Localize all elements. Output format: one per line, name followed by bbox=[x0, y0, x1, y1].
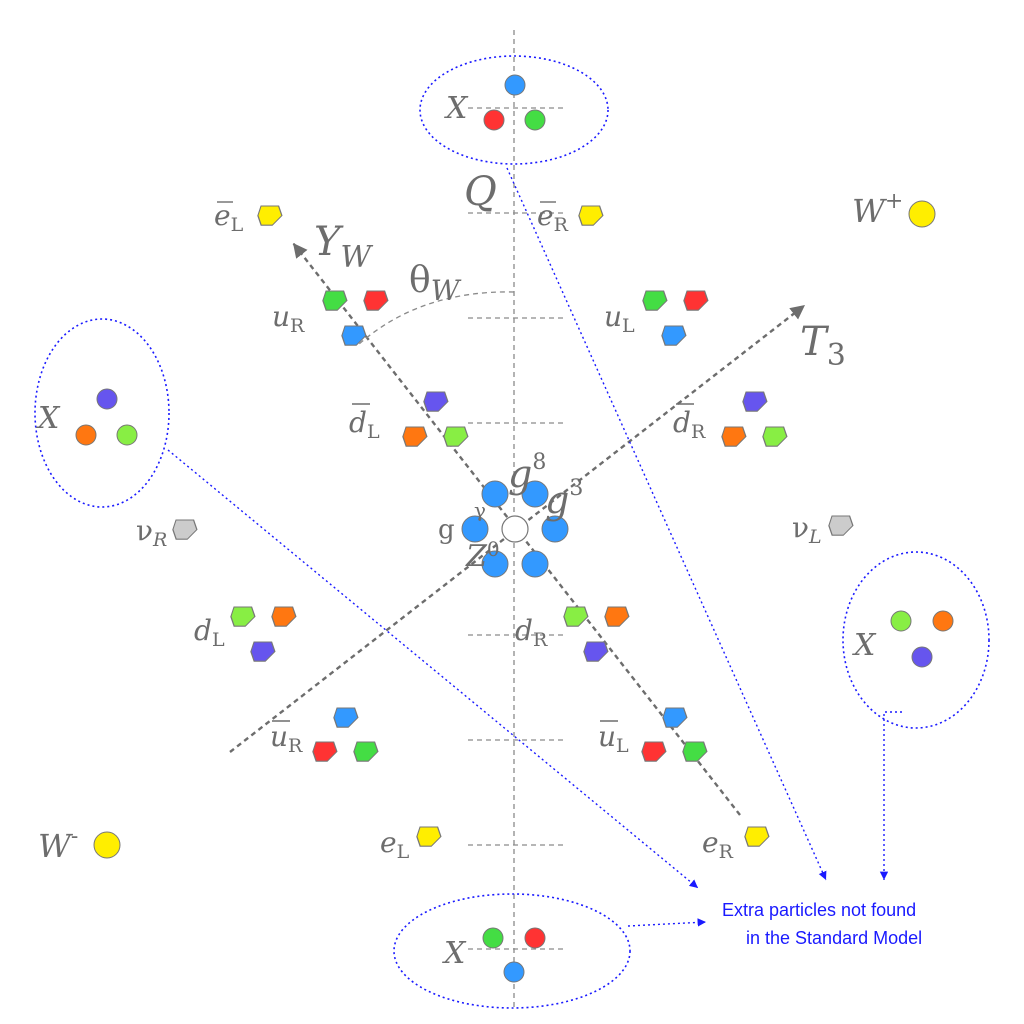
svg-text:uL: uL bbox=[604, 300, 635, 337]
fermion-d-bar-L: dL bbox=[349, 391, 472, 448]
fermion-d-L: dL bbox=[194, 606, 300, 663]
g3-label: g3 bbox=[545, 476, 583, 522]
svg-text:X: X bbox=[36, 401, 61, 436]
svg-text:νL: νL bbox=[792, 511, 822, 548]
photon-z-center bbox=[501, 515, 529, 543]
yw-axis-label: YW bbox=[314, 219, 373, 275]
fermion-u-bar-R: uR bbox=[270, 707, 382, 763]
svg-text:eR: eR bbox=[702, 826, 734, 863]
x-boson-group-top: X bbox=[419, 55, 609, 165]
svg-text:dL: dL bbox=[349, 406, 380, 443]
w-plus-boson: W+ bbox=[852, 189, 936, 230]
gauge-boson-hexagon bbox=[461, 480, 569, 578]
svg-text:eL: eL bbox=[214, 199, 244, 236]
fermion-d-bar-R: dR bbox=[673, 391, 791, 448]
fermion-e-L: eL bbox=[380, 826, 445, 863]
theta-w-label: θW bbox=[409, 260, 462, 307]
svg-text:W-: W- bbox=[38, 824, 78, 865]
svg-text:νR: νR bbox=[136, 514, 167, 551]
svg-text:uL: uL bbox=[598, 720, 629, 757]
svg-text:dR: dR bbox=[515, 614, 548, 651]
x-boson-group-left: X bbox=[34, 318, 170, 508]
fermion-e-R: eR bbox=[702, 826, 773, 863]
svg-text:eL: eL bbox=[380, 826, 410, 863]
svg-text:uR: uR bbox=[270, 720, 303, 757]
fermion-u-L: uL bbox=[604, 290, 712, 347]
annotation-pointers bbox=[167, 167, 902, 927]
fermion-nu-R: νR bbox=[136, 514, 201, 551]
fermion-e-bar-L: eL bbox=[214, 199, 286, 236]
fermion-u-bar-L: uL bbox=[598, 707, 711, 763]
svg-text:X: X bbox=[442, 936, 467, 971]
annotation-line-1: Extra particles not found bbox=[722, 900, 916, 920]
x-top-green bbox=[524, 109, 546, 131]
fermion-nu-L: νL bbox=[792, 511, 857, 548]
svg-text:X: X bbox=[852, 628, 877, 663]
gamma-label: γ bbox=[474, 498, 486, 522]
fermion-u-R: uR bbox=[272, 290, 392, 347]
annotation-line-2: in the Standard Model bbox=[746, 928, 922, 948]
x-boson-group-right: X bbox=[842, 551, 990, 729]
t3-axis-label: T3 bbox=[800, 319, 846, 373]
w-minus-boson: W- bbox=[38, 824, 121, 865]
fermion-e-bar-R: eR bbox=[537, 199, 607, 236]
q-axis-label: Q bbox=[464, 169, 497, 215]
g8-label: g8 bbox=[508, 450, 546, 496]
svg-text:eR: eR bbox=[537, 199, 569, 236]
svg-text:dR: dR bbox=[673, 406, 706, 443]
svg-text:X: X bbox=[444, 91, 469, 126]
z0-label: Z0 bbox=[465, 537, 500, 574]
svg-text:uR: uR bbox=[272, 300, 305, 337]
fermion-d-R: dR bbox=[515, 606, 633, 663]
theta-w-arc bbox=[357, 291, 515, 346]
q-axis-ticks bbox=[468, 107, 564, 950]
svg-text:W+: W+ bbox=[852, 189, 903, 230]
g-label: g bbox=[438, 515, 455, 545]
svg-text:dL: dL bbox=[194, 614, 225, 651]
x-top-blue bbox=[504, 74, 526, 96]
x-top-red bbox=[483, 109, 505, 131]
x-boson-group-bottom: X bbox=[393, 893, 631, 1009]
